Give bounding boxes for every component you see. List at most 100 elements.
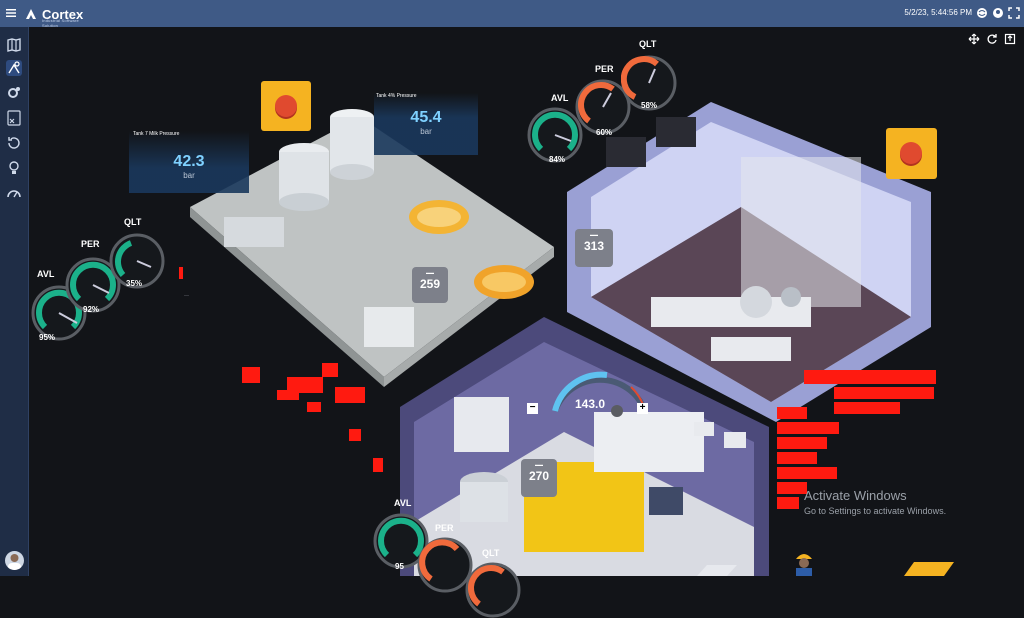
line-counter[interactable]: ▬▬ 270 (521, 459, 557, 497)
tank4-unit: bar (420, 127, 432, 136)
gauge-left-qlt[interactable] (109, 233, 165, 289)
production-line-area[interactable] (394, 312, 774, 576)
counter-icon: ▬▬ (426, 270, 434, 275)
watermark-line1: Activate Windows (804, 488, 907, 503)
tank4-pressure-readout[interactable]: Tank 4% Pressure 45.4 bar (374, 93, 478, 155)
gauge-top-per-label: PER (595, 64, 614, 74)
language-globe-icon[interactable] (976, 7, 988, 19)
gauge-bottom-avl-label: AVL (394, 498, 412, 508)
user-icon[interactable] (992, 7, 1004, 19)
tank7-value: 42.3 (173, 153, 205, 170)
emergency-stop-button-2[interactable] (886, 128, 937, 179)
alarm-bar (777, 407, 807, 419)
user-avatar[interactable] (5, 551, 24, 570)
gauge-bottom-avl[interactable] (373, 513, 429, 569)
app-logo[interactable]: Cortex Industrial Software Solution (24, 4, 84, 28)
gauge-left-per-value: 92% (83, 305, 100, 314)
gauge-left-avl-value: 95% (39, 333, 56, 342)
lightbulb-icon[interactable] (6, 160, 22, 176)
app-name: Cortex (42, 6, 84, 22)
top-bar: Cortex Industrial Software Solution 5/2/… (0, 0, 1024, 28)
datetime-display: 5/2/23, 5:44:56 PM (904, 8, 972, 17)
alarm-bar (373, 458, 383, 472)
dial-value: 143.0 (575, 397, 606, 411)
gauge-top-per-value: 60% (596, 128, 613, 137)
dairy-processing-area[interactable] (184, 67, 554, 387)
line-counter-value: 270 (528, 469, 550, 483)
gauge-bottom-per-label: PER (435, 523, 454, 533)
main-canvas: Tank 7 Milk Pressure 42.3 bar Tank 4% Pr… (29, 27, 1024, 618)
gauge-left-qlt-value: 35% (126, 279, 143, 288)
alarm-bar (322, 363, 338, 377)
emergency-stop-button-1[interactable] (261, 81, 311, 131)
alarm-bar (287, 377, 323, 393)
gauge-bottom-qlt[interactable] (465, 562, 521, 618)
tank7-unit: bar (183, 171, 195, 180)
gauge-top-qlt-label: QLT (639, 39, 657, 49)
factory-counter[interactable]: ▬▬ 313 (575, 229, 613, 267)
sidebar-item-dashboard[interactable] (6, 60, 22, 76)
reset-view-icon[interactable] (986, 33, 998, 45)
fullscreen-icon[interactable] (1008, 7, 1020, 19)
alarm-bar (834, 402, 900, 414)
gauge-top-avl[interactable] (527, 107, 583, 163)
alarm-bar (307, 402, 321, 412)
cortex-logo-icon (26, 9, 36, 19)
tank7-title: Tank 7 Milk Pressure (133, 131, 180, 137)
tank4-title: Tank 4% Pressure (376, 93, 417, 99)
speedometer-icon[interactable] (6, 185, 22, 201)
excel-export-icon[interactable] (6, 110, 22, 126)
alarm-bar (834, 387, 934, 399)
alarm-bar (777, 422, 839, 434)
hamburger-menu-icon[interactable] (5, 7, 17, 19)
dairy-counter-value: 259 (419, 277, 441, 291)
history-icon[interactable] (6, 135, 22, 151)
dairy-counter[interactable]: ▬▬ 259 (412, 267, 448, 303)
pan-move-icon[interactable] (968, 33, 980, 45)
alarm-marker (179, 267, 183, 279)
counter-icon: ▬▬ (590, 232, 598, 237)
sidebar (0, 27, 29, 576)
process-icon (8, 61, 20, 74)
decrease-button[interactable]: − (527, 403, 538, 414)
gauge-left-qlt-label: QLT (124, 217, 142, 227)
gauge-top-qlt-value: 58% (641, 101, 658, 110)
alarm-bar (777, 437, 827, 449)
export-image-icon[interactable] (1004, 33, 1016, 45)
gauge-bottom-avl-value: 95 (395, 562, 404, 571)
gauge-left-per-label: PER (81, 239, 100, 249)
counter-icon: ▬▬ (535, 462, 543, 467)
alarm-bar (242, 367, 260, 383)
alarm-label: — (184, 293, 189, 299)
increase-button[interactable]: + (637, 403, 648, 414)
alarm-bar (277, 390, 299, 400)
gauge-top-avl-value: 84% (549, 155, 566, 164)
activate-windows-watermark: Activate Windows Go to Settings to activ… (804, 488, 946, 516)
alarm-bar (804, 370, 936, 384)
platform-icon (697, 565, 737, 576)
estop-preview-icon (904, 562, 954, 576)
factory-counter-value: 313 (583, 239, 605, 253)
canvas-toolbar (968, 33, 1016, 45)
alarm-bar (777, 452, 817, 464)
alarm-bar (777, 482, 807, 494)
watermark-line2: Go to Settings to activate Windows. (804, 506, 947, 516)
alarm-bar (335, 387, 365, 403)
gauge-left-avl-label: AVL (37, 269, 55, 279)
gauge-bottom-qlt-label: QLT (482, 548, 500, 558)
gauge-top-per[interactable] (575, 79, 631, 135)
worker-icon (796, 554, 812, 576)
alarm-bar (777, 467, 837, 479)
alarm-bar (777, 497, 799, 509)
gauge-left-per[interactable] (65, 257, 121, 313)
gauge-top-qlt[interactable] (621, 55, 677, 111)
tank4-value: 45.4 (410, 109, 442, 126)
map-icon[interactable] (6, 37, 22, 53)
dial-knob[interactable] (611, 405, 623, 417)
alarm-bar (349, 429, 361, 441)
settings-gear-icon[interactable] (6, 85, 22, 101)
tank7-pressure-readout[interactable]: Tank 7 Milk Pressure 42.3 bar (129, 131, 249, 193)
flow-setpoint-dial[interactable]: 143.0 − + (527, 363, 665, 421)
avatar-image (8, 554, 21, 570)
factory-packaging-area[interactable] (561, 97, 941, 422)
